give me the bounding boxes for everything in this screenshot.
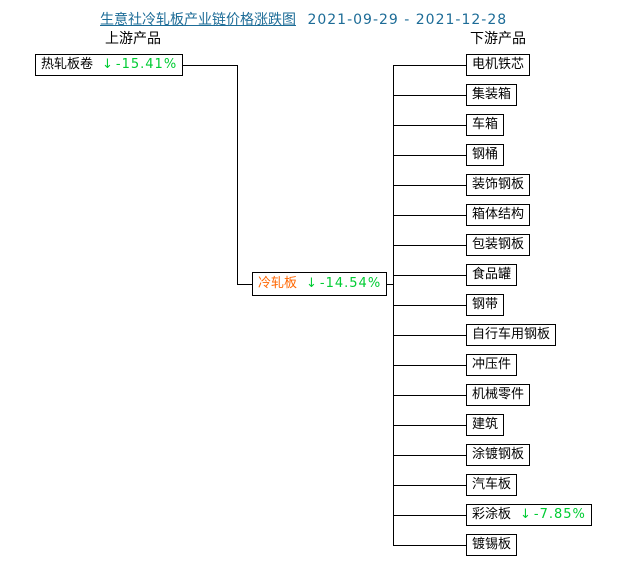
- downstream-node[interactable]: 电机铁芯: [466, 54, 531, 76]
- node-label: 车箱: [472, 117, 499, 132]
- node-label: 集装箱: [472, 87, 512, 102]
- downstream-node[interactable]: 食品罐: [466, 264, 518, 286]
- connector-upstream-vertical: [237, 65, 238, 285]
- branch-line: [393, 215, 472, 216]
- node-label: 自行车用钢板: [472, 327, 551, 342]
- branch-line: [393, 155, 472, 156]
- node-label: 热轧板卷: [41, 57, 94, 72]
- branch-line: [393, 425, 472, 426]
- down-arrow-icon: ↓: [102, 57, 113, 72]
- downstream-label: 下游产品: [470, 31, 526, 47]
- connector-into-center: [237, 284, 260, 285]
- page-title: 生意社冷轧板产业链价格涨跌图 2021-09-29 - 2021-12-28: [100, 9, 507, 29]
- node-label: 机械零件: [472, 387, 525, 402]
- downstream-node[interactable]: 镀锡板: [466, 534, 518, 556]
- node-label: 装饰钢板: [472, 177, 525, 192]
- branch-line: [393, 245, 472, 246]
- down-arrow-icon: ↓: [520, 507, 531, 522]
- down-arrow-icon: ↓: [306, 276, 317, 291]
- branch-line: [393, 305, 472, 306]
- node-change-value: -15.41%: [115, 57, 178, 72]
- node-label: 冷轧板: [258, 276, 298, 291]
- downstream-node[interactable]: 汽车板: [466, 474, 518, 496]
- branch-line: [393, 95, 472, 96]
- node-label: 钢带: [472, 297, 499, 312]
- downstream-node[interactable]: 车箱: [466, 114, 505, 136]
- node-label: 镀锡板: [472, 537, 512, 552]
- title-date-range: 2021-09-29 - 2021-12-28: [307, 12, 508, 28]
- node-label: 建筑: [472, 417, 499, 432]
- branch-line: [393, 365, 472, 366]
- node-label: 包装钢板: [472, 237, 525, 252]
- downstream-node[interactable]: 箱体结构: [466, 204, 531, 226]
- node-change-value: -14.54%: [319, 276, 382, 291]
- node-cold-rolled-sheet[interactable]: 冷轧板 ↓-14.54%: [252, 272, 388, 296]
- branch-line: [393, 65, 472, 66]
- node-label: 冲压件: [472, 357, 512, 372]
- upstream-label: 上游产品: [105, 31, 161, 47]
- downstream-node[interactable]: 涂镀钢板: [466, 444, 531, 466]
- node-change-value: -7.85%: [533, 507, 586, 522]
- node-label: 汽车板: [472, 477, 512, 492]
- downstream-node[interactable]: 机械零件: [466, 384, 531, 406]
- downstream-node[interactable]: 装饰钢板: [466, 174, 531, 196]
- branch-line: [393, 395, 472, 396]
- node-change-down: ↓-15.41%: [102, 57, 177, 72]
- downstream-node[interactable]: 包装钢板: [466, 234, 531, 256]
- node-label: 彩涂板: [472, 507, 512, 522]
- node-change-down: ↓-14.54%: [306, 276, 381, 291]
- node-change-down: ↓-7.85%: [520, 507, 586, 522]
- branch-line: [393, 545, 472, 546]
- downstream-node[interactable]: 钢带: [466, 294, 505, 316]
- branch-line: [393, 455, 472, 456]
- branch-line: [393, 275, 472, 276]
- node-label: 箱体结构: [472, 207, 525, 222]
- downstream-node[interactable]: 自行车用钢板: [466, 324, 557, 346]
- downstream-node[interactable]: 集装箱: [466, 84, 518, 106]
- node-label: 钢桶: [472, 147, 499, 162]
- branch-line: [393, 485, 472, 486]
- node-label: 食品罐: [472, 267, 512, 282]
- downstream-node[interactable]: 建筑: [466, 414, 505, 436]
- connector-upstream-horizontal: [150, 65, 237, 66]
- downstream-node[interactable]: 彩涂板 ↓-7.85%: [466, 504, 592, 526]
- node-label: 电机铁芯: [472, 57, 525, 72]
- title-link[interactable]: 生意社冷轧板产业链价格涨跌图: [100, 12, 296, 28]
- branch-line: [393, 125, 472, 126]
- downstream-node[interactable]: 钢桶: [466, 144, 505, 166]
- branch-line: [393, 515, 472, 516]
- node-label: 涂镀钢板: [472, 447, 525, 462]
- branch-line: [393, 335, 472, 336]
- downstream-node[interactable]: 冲压件: [466, 354, 518, 376]
- node-hot-rolled-coil[interactable]: 热轧板卷 ↓-15.41%: [35, 54, 184, 76]
- branch-line: [393, 185, 472, 186]
